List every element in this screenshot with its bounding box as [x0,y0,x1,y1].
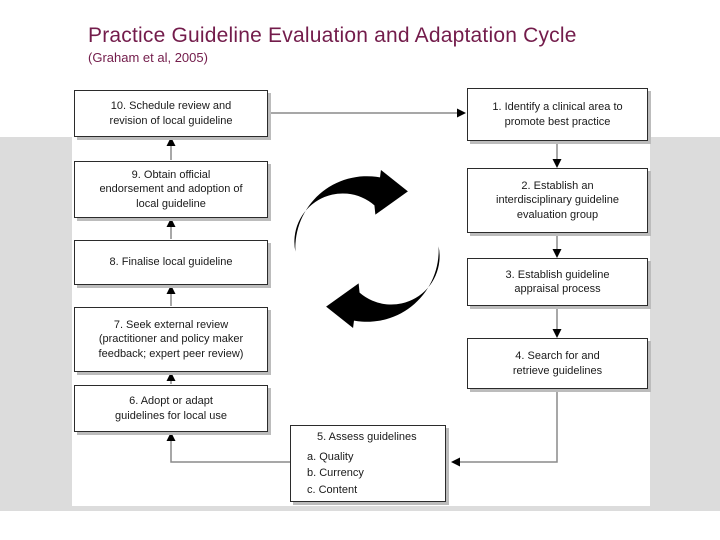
step-box-1: 1. Identify a clinical area to promote b… [467,88,648,141]
step-box-8: 8. Finalise local guideline [74,240,268,285]
step-text: appraisal process [514,283,601,295]
step-box-5: 5. Assess guidelines a. Quality b. Curre… [290,425,446,502]
step-box-2: 2. Establish an interdisciplinary guidel… [467,168,648,233]
slide-citation: (Graham et al, 2005) [88,50,208,65]
slide-title: Practice Guideline Evaluation and Adapta… [88,24,577,47]
step-box-6: 6. Adopt or adapt guidelines for local u… [74,385,268,432]
step-text: a. Quality [307,450,354,463]
step-text: 7. Seek external review [113,319,229,332]
step-text: 2. Establish an [521,180,594,193]
step-text: interdisciplinary guideline [496,194,619,207]
step-text: 1. Identify a clinical area to [492,101,623,114]
step-box-3: 3. Establish guideline appraisal process [467,258,648,306]
step-text: 4. Search for and [515,350,600,363]
step-box-9: 9. Obtain official endorsement and adopt… [74,161,268,218]
step-text: c. Content [307,483,358,496]
step-text: 6. Adopt or adapt [129,395,213,408]
step-text: 10. Schedule review and [110,100,232,113]
step-text: guidelines for local use [115,409,227,422]
step-text: 5. Assess guidelines [317,431,417,443]
step-text: 9. Obtain official [131,169,211,182]
step-text: b. Currency [307,467,364,479]
step-box-4: 4. Search for and retrieve guidelines [467,338,648,389]
step-text: local guideline [136,197,206,210]
step-box-10: 10. Schedule review and revision of loca… [74,90,268,137]
step-text: promote best practice [504,115,611,128]
step-text: endorsement and adoption of [99,183,243,196]
step-text: (practitioner and policy maker [98,333,244,346]
step-text: retrieve guidelines [512,364,603,377]
step-box-7: 7. Seek external review (practitioner an… [74,307,268,372]
step-text: revision of local guideline [109,114,233,127]
step-text: 3. Establish guideline [505,268,610,281]
step-text: feedback; expert peer review) [98,347,244,360]
cycle-arrows-icon [294,170,440,328]
step-text: 8. Finalise local guideline [109,256,233,269]
step-text: evaluation group [516,208,599,221]
